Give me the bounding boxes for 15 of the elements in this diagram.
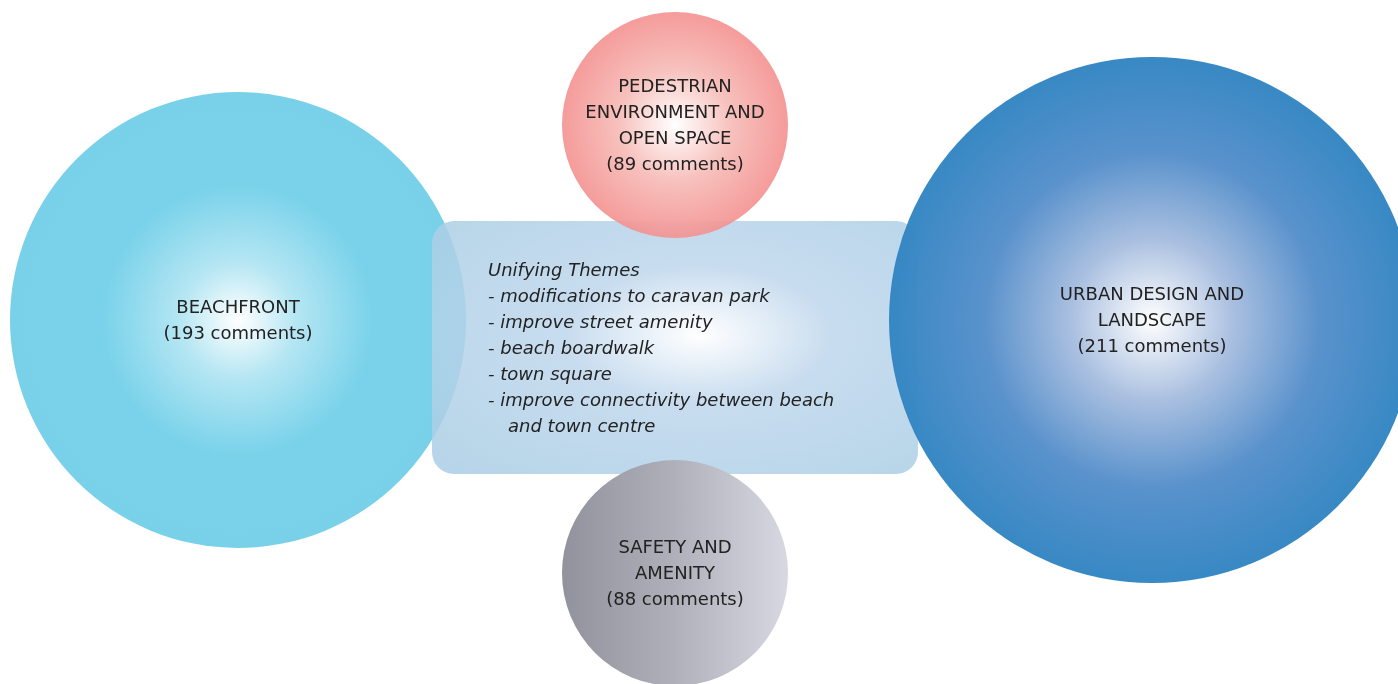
list-item: - modifications to caravan park: [488, 283, 770, 308]
panel-heading: Unifying Themes: [488, 257, 640, 282]
comment-count: (89 comments): [606, 152, 744, 176]
theme-name: SAFETY AND AMENITY: [617, 535, 733, 585]
themes-panel: [432, 221, 918, 474]
list-item: - town square: [488, 361, 612, 386]
theme-name: PEDESTRIAN ENVIRONMENT AND OPEN SPACE: [584, 74, 766, 150]
list-item: - improve street amenity: [488, 309, 713, 334]
theme-name: URBAN DESIGN AND LANDSCAPE: [1058, 282, 1246, 332]
list-item: - improve connectivity between beach and town centre: [488, 387, 836, 438]
comment-count: (211 comments): [1077, 334, 1227, 358]
comment-count: (193 comments): [163, 321, 313, 345]
comment-count: (88 comments): [606, 587, 744, 611]
theme-name: BEACHFRONT: [176, 295, 300, 319]
list-item: - beach boardwalk: [488, 335, 655, 360]
